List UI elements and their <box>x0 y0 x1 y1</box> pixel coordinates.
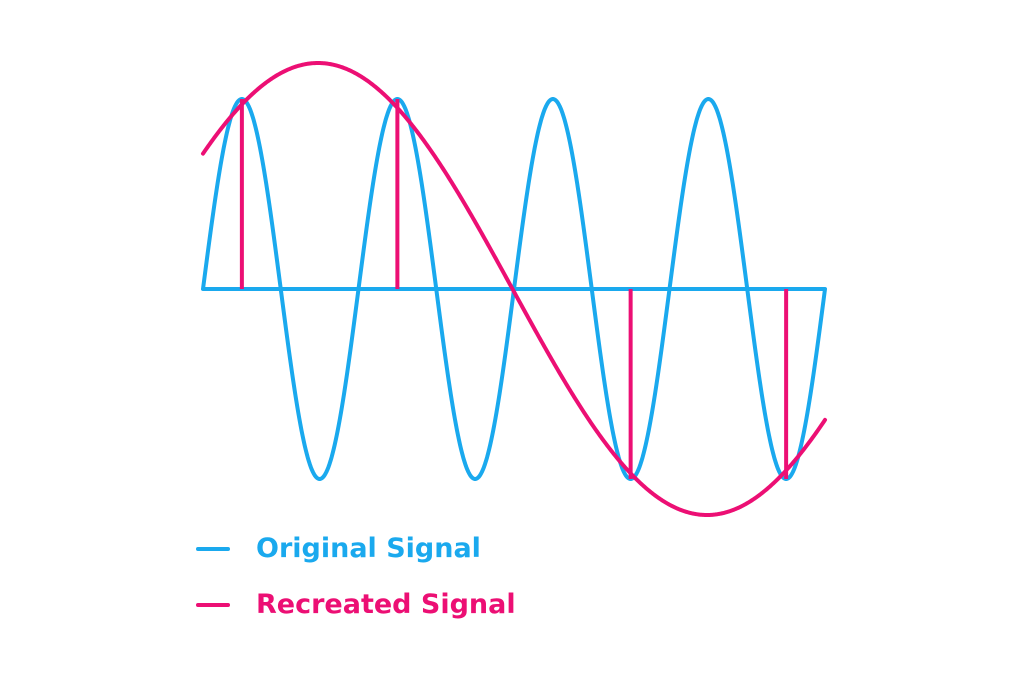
legend-recreated-label: Recreated Signal <box>256 589 516 620</box>
recreated-signal-wave <box>201 60 827 518</box>
sample-lines <box>239 99 789 479</box>
legend-original-label: Original Signal <box>256 533 481 564</box>
legend-original-swatch <box>196 547 230 551</box>
legend-original: Original Signal <box>196 530 481 568</box>
legend-recreated-swatch <box>196 603 230 607</box>
legend-recreated: Recreated Signal <box>196 586 516 624</box>
